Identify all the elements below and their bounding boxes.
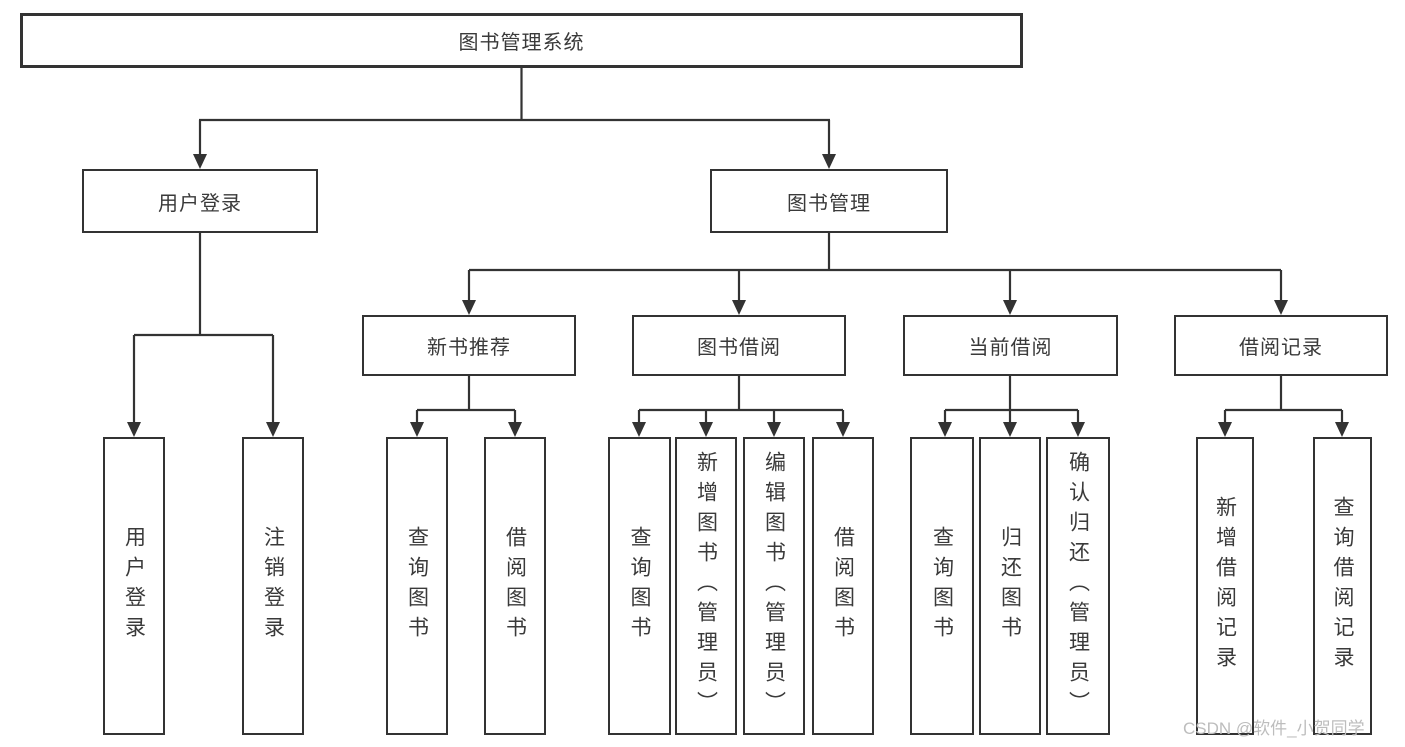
node-label: 注销登录 (261, 526, 285, 646)
node-label: 确认归还（管理员） (1066, 451, 1090, 721)
node-new-book-recommend: 新书推荐 (362, 315, 576, 376)
arrowhead-logout-leaf (266, 422, 280, 437)
arrowhead-current-borrow (1003, 300, 1017, 315)
arrowhead-br-query (1335, 422, 1349, 437)
node-book-borrow: 图书借阅 (632, 315, 846, 376)
arrowhead-bb-query (632, 422, 646, 437)
leaf-cb-confirm-return-admin: 确认归还（管理员） (1046, 437, 1110, 735)
arrowhead-borrow-record (1274, 300, 1288, 315)
arrowhead-cb-return (1003, 422, 1017, 437)
leaf-br-query-record: 查询借阅记录 (1313, 437, 1372, 735)
node-label: 归还图书 (998, 526, 1022, 646)
edge-new-book-to-leaves (415, 376, 517, 424)
arrowhead-br-add (1218, 422, 1232, 437)
node-label: 新增图书（管理员） (694, 451, 718, 721)
leaf-nb-query-book: 查询图书 (386, 437, 448, 735)
node-label: 借阅图书 (503, 526, 527, 646)
node-library-management-system: 图书管理系统 (20, 13, 1023, 68)
node-user-login: 用户登录 (82, 169, 318, 233)
node-label: 查询借阅记录 (1331, 496, 1354, 676)
leaf-nb-borrow-book: 借阅图书 (484, 437, 546, 735)
leaf-bb-add-book-admin: 新增图书（管理员） (675, 437, 737, 735)
node-label: 用户登录 (158, 192, 242, 215)
node-current-borrow: 当前借阅 (903, 315, 1118, 376)
leaf-logout: 注销登录 (242, 437, 304, 735)
leaf-cb-return-book: 归还图书 (979, 437, 1041, 735)
arrowhead-bb-add (699, 422, 713, 437)
edge-book-management-to-level3 (467, 232, 1283, 301)
leaf-bb-edit-book-admin: 编辑图书（管理员） (743, 437, 805, 735)
arrowhead-bb-edit (767, 422, 781, 437)
arrowhead-login-leaf (127, 422, 141, 437)
node-label: 图书管理系统 (458, 32, 585, 54)
node-label: 借阅记录 (1239, 337, 1323, 359)
node-label: 图书管理 (787, 192, 871, 215)
leaf-user-login: 用户登录 (103, 437, 165, 735)
edge-root-to-level2 (198, 67, 831, 155)
arrowhead-new-book-rec (462, 300, 476, 315)
arrowhead-nb-query (410, 422, 424, 437)
arrowhead-book-borrow (732, 300, 746, 315)
node-label: 查询图书 (628, 526, 651, 646)
node-label: 查询图书 (930, 526, 954, 646)
node-book-management: 图书管理 (710, 169, 948, 233)
arrowhead-user-login (193, 154, 207, 169)
leaf-cb-query-book: 查询图书 (910, 437, 974, 735)
csdn-watermark: CSDN @软件_小贺同学 (1183, 719, 1365, 738)
arrowhead-cb-query (938, 422, 952, 437)
arrowhead-bb-borrow (836, 422, 850, 437)
arrowhead-book-management (822, 154, 836, 169)
node-label: 查询图书 (405, 526, 429, 646)
node-label: 当前借阅 (968, 337, 1053, 359)
edge-current-borrow-to-leaves (943, 376, 1080, 424)
arrowhead-cb-confirm (1071, 422, 1085, 437)
edge-book-borrow-to-leaves (637, 376, 845, 424)
edge-user-login-to-leaves (132, 232, 275, 423)
leaf-br-add-record: 新增借阅记录 (1196, 437, 1254, 735)
node-borrow-record: 借阅记录 (1174, 315, 1388, 376)
node-label: 用户登录 (122, 526, 146, 646)
node-label: 借阅图书 (831, 526, 855, 646)
leaf-bb-query-book: 查询图书 (608, 437, 671, 735)
node-label: 编辑图书（管理员） (762, 451, 786, 721)
node-label: 新增借阅记录 (1213, 496, 1237, 676)
leaf-bb-borrow-book: 借阅图书 (812, 437, 874, 735)
node-label: 图书借阅 (697, 337, 781, 359)
node-label: 新书推荐 (427, 337, 511, 359)
arrowhead-nb-borrow (508, 422, 522, 437)
edge-borrow-record-to-leaves (1223, 376, 1344, 424)
